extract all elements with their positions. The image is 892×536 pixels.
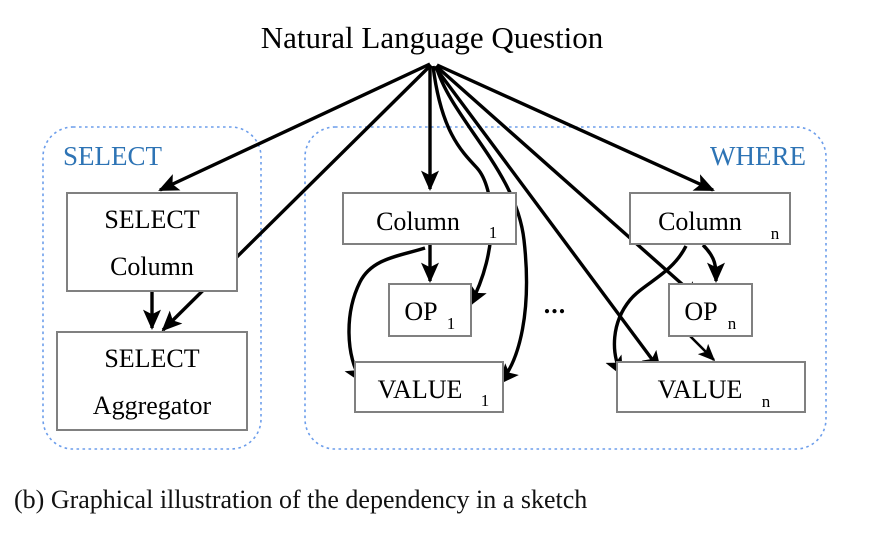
node-box-select-aggregator[interactable] (56, 331, 248, 431)
edge-column-n-to-value-n (605, 245, 688, 377)
node-subscript-value-n: n (762, 392, 771, 411)
node-subscript-column-n: n (771, 224, 780, 243)
node-box-column-n[interactable] (629, 192, 791, 245)
node-label-select-aggregator-line2: Aggregator (93, 391, 212, 420)
edge-question-to-op-1 (431, 65, 494, 307)
node-box-op-1[interactable] (388, 283, 472, 337)
node-label-column-n: Column (658, 207, 742, 236)
group-label-where: WHERE (710, 141, 806, 171)
node-label-select-column-line1: SELECT (104, 205, 199, 234)
ellipsis-label: ... (544, 290, 567, 319)
group-label-select: SELECT (63, 141, 163, 171)
node-label-value-1: VALUE (378, 375, 463, 404)
node-box-select-column[interactable] (66, 192, 238, 292)
edge-question-to-op-n (434, 64, 702, 302)
edges-from-question (158, 62, 715, 385)
node-label-column-1: Column (376, 207, 460, 236)
edge-column-1-to-value-1 (344, 246, 426, 384)
node-subscript-op-n: n (728, 314, 737, 333)
edge-column-n-to-op-n (701, 243, 726, 284)
figure-caption: (b) Graphical illustration of the depend… (14, 485, 587, 514)
node-label-select-column-line2: Column (110, 252, 194, 281)
group-container-where (304, 126, 827, 450)
figure-title: Natural Language Question (261, 20, 604, 55)
node-box-op-n[interactable] (668, 283, 753, 337)
edge-question-to-column-n (436, 63, 715, 192)
node-box-value-n[interactable] (616, 361, 806, 413)
node-subscript-value-1: 1 (481, 391, 490, 410)
node-subscript-op-1: 1 (447, 314, 456, 333)
edge-question-to-select-column (158, 62, 431, 192)
edge-op-n-to-value-n (689, 335, 716, 362)
group-container-select (42, 126, 262, 450)
edge-question-to-value-1 (434, 65, 529, 385)
node-label-op-1: OP (404, 297, 437, 326)
node-box-value-1[interactable] (354, 361, 504, 413)
node-box-column-1[interactable] (342, 192, 517, 245)
edge-question-to-value-n (433, 65, 662, 372)
node-subscript-column-1: 1 (489, 223, 498, 242)
node-label-op-n: OP (684, 297, 717, 326)
node-label-value-n: VALUE (658, 375, 743, 404)
node-label-select-aggregator-line1: SELECT (104, 344, 199, 373)
